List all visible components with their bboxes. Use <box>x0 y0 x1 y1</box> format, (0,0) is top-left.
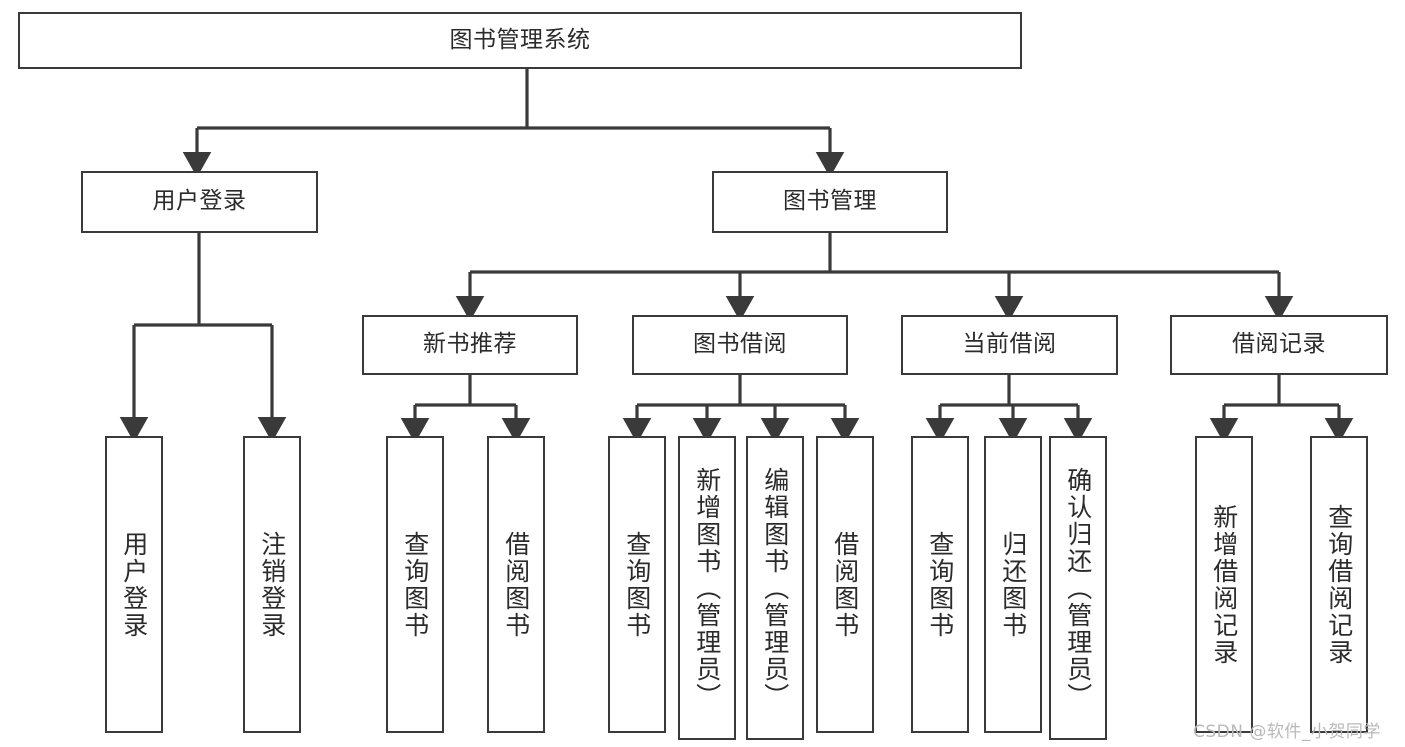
node-leaf-query-book-recommend-label: 查询图书 <box>400 530 430 639</box>
node-leaf-add-book-label: 新增图书（管理员） <box>692 466 722 710</box>
node-leaf-add-book[interactable]: 新增图书（管理员） <box>678 436 736 740</box>
node-leaf-query-book-borrow-label: 查询图书 <box>622 530 652 639</box>
node-leaf-borrow-book-recommend-label: 借阅图书 <box>501 530 531 639</box>
node-leaf-query-book-borrow[interactable]: 查询图书 <box>608 436 666 733</box>
node-new-book-recommend-label: 新书推荐 <box>423 331 517 358</box>
node-leaf-query-borrow-record-label: 查询借阅记录 <box>1324 503 1354 666</box>
node-leaf-edit-book[interactable]: 编辑图书（管理员） <box>746 436 804 740</box>
node-new-book-recommend[interactable]: 新书推荐 <box>362 315 578 375</box>
node-leaf-query-book-current[interactable]: 查询图书 <box>911 436 969 733</box>
node-leaf-confirm-return-label: 确认归还（管理员） <box>1063 466 1093 710</box>
node-leaf-edit-book-label: 编辑图书（管理员） <box>760 466 790 710</box>
node-root-label: 图书管理系统 <box>449 26 591 53</box>
node-book-management[interactable]: 图书管理 <box>712 171 948 233</box>
node-leaf-logout-label: 注销登录 <box>257 530 287 639</box>
node-leaf-confirm-return[interactable]: 确认归还（管理员） <box>1049 436 1107 740</box>
node-leaf-user-login-label: 用户登录 <box>119 530 149 639</box>
node-current-borrow-label: 当前借阅 <box>962 331 1057 358</box>
node-leaf-borrow-book[interactable]: 借阅图书 <box>816 436 874 733</box>
node-user-login-label: 用户登录 <box>152 188 247 215</box>
node-leaf-return-book[interactable]: 归还图书 <box>984 436 1042 733</box>
csdn-watermark: CSDN @软件_小贺同学 <box>1193 722 1381 742</box>
node-leaf-borrow-book-recommend[interactable]: 借阅图书 <box>487 436 545 733</box>
node-root[interactable]: 图书管理系统 <box>18 12 1022 69</box>
node-leaf-query-borrow-record[interactable]: 查询借阅记录 <box>1310 436 1368 733</box>
node-book-management-label: 图书管理 <box>783 188 877 215</box>
node-leaf-return-book-label: 归还图书 <box>998 530 1028 639</box>
node-leaf-query-book-current-label: 查询图书 <box>925 530 955 639</box>
node-user-login[interactable]: 用户登录 <box>81 171 318 233</box>
node-leaf-logout[interactable]: 注销登录 <box>243 436 301 733</box>
node-leaf-user-login[interactable]: 用户登录 <box>105 436 163 733</box>
node-leaf-query-book-recommend[interactable]: 查询图书 <box>386 436 444 733</box>
node-book-borrow[interactable]: 图书借阅 <box>632 315 848 375</box>
node-borrow-record[interactable]: 借阅记录 <box>1170 315 1388 375</box>
node-leaf-add-borrow-record[interactable]: 新增借阅记录 <box>1195 436 1253 733</box>
node-leaf-add-borrow-record-label: 新增借阅记录 <box>1209 503 1239 666</box>
node-book-borrow-label: 图书借阅 <box>693 331 787 358</box>
node-current-borrow[interactable]: 当前借阅 <box>901 315 1118 375</box>
node-leaf-borrow-book-label: 借阅图书 <box>830 530 860 639</box>
node-borrow-record-label: 借阅记录 <box>1232 331 1326 358</box>
